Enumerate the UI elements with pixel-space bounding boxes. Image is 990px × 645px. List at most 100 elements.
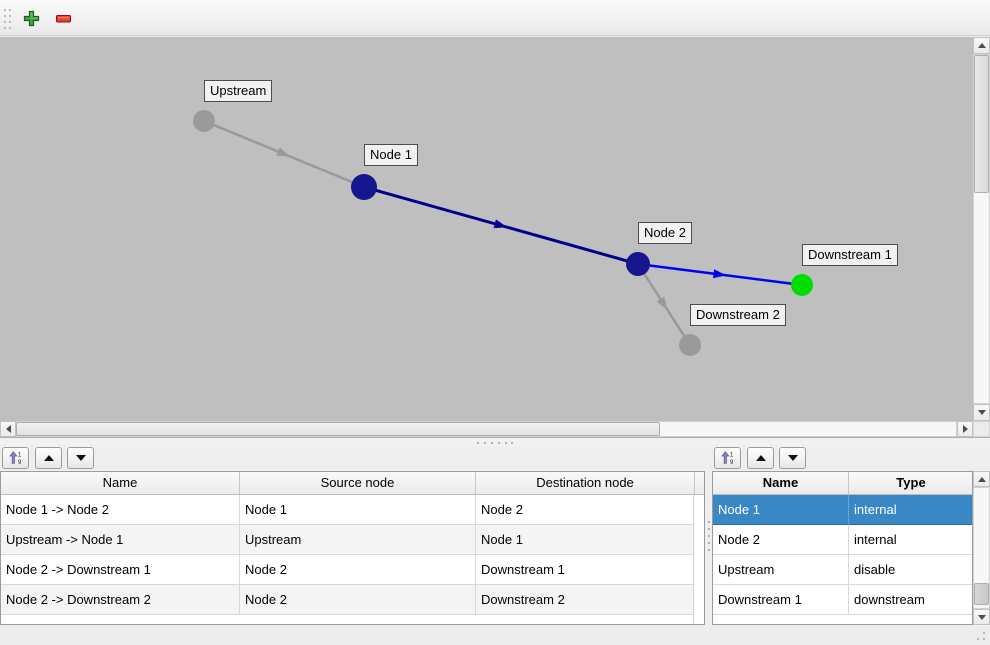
canvas-vertical-scrollbar[interactable] (973, 37, 990, 421)
resize-grip-icon[interactable] (975, 630, 987, 642)
table-cell[interactable]: Downstream 1 (476, 555, 695, 585)
canvas-horizontal-scrollbar[interactable] (0, 421, 973, 437)
scroll-left-button[interactable] (0, 421, 16, 437)
vertical-scroll-thumb[interactable] (974, 583, 989, 605)
svg-text:9: 9 (18, 460, 22, 466)
move-edge-down-button[interactable] (67, 447, 94, 469)
splitter-grip-icon (477, 441, 513, 444)
node-label-node-2: Node 2 (638, 222, 692, 244)
move-edge-up-button[interactable] (35, 447, 62, 469)
table-cell[interactable]: Downstream 2 (476, 585, 695, 615)
triangle-down-icon (977, 614, 986, 620)
graph-node-downstream-2[interactable] (679, 334, 701, 356)
move-node-up-button[interactable] (747, 447, 774, 469)
sort-edges-button[interactable]: 1 9 (2, 447, 29, 469)
table-cell[interactable]: Node 1 (240, 495, 476, 525)
graph-node-upstream[interactable] (193, 110, 215, 132)
table-cell[interactable]: downstream (849, 585, 972, 615)
splitter-grip-icon (707, 520, 710, 551)
sort-ascending-icon: 1 9 (8, 451, 22, 466)
sort-nodes-button[interactable]: 1 9 (714, 447, 741, 469)
table-cell[interactable]: internal (849, 525, 972, 555)
nodes-table-scrollbar[interactable] (973, 471, 990, 625)
svg-text:9: 9 (730, 460, 734, 466)
remove-button[interactable] (50, 5, 76, 31)
edge-arrow-icon (712, 269, 727, 279)
scrollbar-corner (973, 421, 990, 437)
edge-arrow-icon (493, 219, 508, 229)
move-down-icon (787, 455, 798, 461)
column-header-name[interactable]: Name (1, 472, 240, 494)
edges-table-scroll-strip[interactable] (693, 495, 704, 624)
graph-node-node-1[interactable] (351, 174, 377, 200)
triangle-down-icon (977, 410, 986, 415)
svg-text:1: 1 (730, 452, 734, 458)
scroll-up-button[interactable] (973, 471, 990, 487)
column-header-name[interactable]: Name (713, 472, 849, 494)
table-cell[interactable]: Downstream 1 (713, 585, 849, 615)
table-cell[interactable]: Node 1 (713, 495, 849, 525)
table-cell[interactable]: Node 2 -> Downstream 1 (1, 555, 240, 585)
scroll-down-button[interactable] (973, 404, 990, 421)
column-header-destination-node[interactable]: Destination node (476, 472, 695, 494)
svg-text:1: 1 (18, 452, 22, 458)
plus-icon (23, 10, 39, 26)
move-node-down-button[interactable] (779, 447, 806, 469)
move-down-icon (75, 455, 86, 461)
add-button[interactable] (18, 5, 44, 31)
graph-node-node-2[interactable] (626, 252, 650, 276)
status-bar (0, 626, 990, 645)
toolbar-drag-handle[interactable] (3, 7, 12, 31)
triangle-right-icon (962, 425, 968, 433)
scroll-down-button[interactable] (973, 609, 990, 625)
move-up-icon (755, 455, 766, 461)
edge-arrow-icon (276, 147, 291, 157)
table-cell[interactable]: Node 2 -> Downstream 2 (1, 585, 240, 615)
vertical-splitter[interactable] (705, 447, 712, 626)
node-label-downstream-1: Downstream 1 (802, 244, 898, 266)
triangle-up-icon (977, 476, 986, 482)
scroll-right-button[interactable] (957, 421, 973, 437)
table-cell[interactable]: internal (849, 495, 972, 525)
table-cell[interactable]: Node 2 (240, 585, 476, 615)
triangle-left-icon (5, 425, 11, 433)
triangle-up-icon (977, 43, 986, 48)
horizontal-splitter[interactable] (0, 437, 990, 447)
table-cell[interactable]: Node 1 -> Node 2 (1, 495, 240, 525)
sort-ascending-icon: 1 9 (720, 451, 734, 466)
node-label-downstream-2: Downstream 2 (690, 304, 786, 326)
graph-node-downstream-1[interactable] (791, 274, 813, 296)
table-cell[interactable]: disable (849, 555, 972, 585)
horizontal-scroll-thumb[interactable] (16, 422, 660, 436)
vertical-scroll-thumb[interactable] (974, 55, 989, 193)
table-cell[interactable]: Node 2 (476, 495, 695, 525)
column-header-source-node[interactable]: Source node (240, 472, 476, 494)
table-cell[interactable]: Upstream (240, 525, 476, 555)
minus-icon (55, 14, 71, 22)
table-cell[interactable]: Upstream -> Node 1 (1, 525, 240, 555)
node-label-node-1: Node 1 (364, 144, 418, 166)
table-cell[interactable]: Upstream (713, 555, 849, 585)
column-header-type[interactable]: Type (849, 472, 972, 494)
table-cell[interactable]: Node 2 (713, 525, 849, 555)
main-toolbar (0, 0, 990, 36)
table-cell[interactable]: Node 2 (240, 555, 476, 585)
scroll-up-button[interactable] (973, 37, 990, 54)
table-cell[interactable]: Node 1 (476, 525, 695, 555)
